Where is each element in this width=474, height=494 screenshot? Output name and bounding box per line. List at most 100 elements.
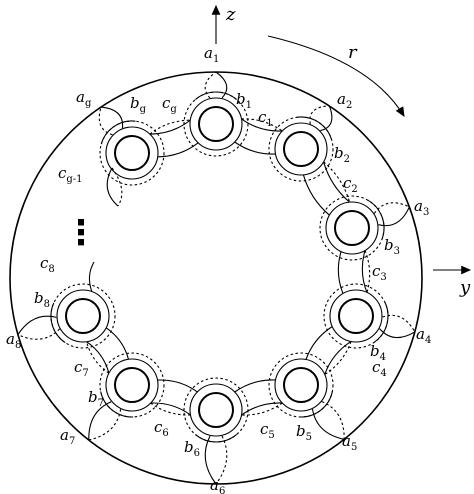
a-curve-back [17,328,61,340]
b-curve-front [100,120,136,145]
c-curve-front [157,379,198,393]
hole-outer-ring [325,201,379,255]
a-curve-back [204,71,217,99]
hole-9 [98,106,165,186]
hole-inner-circle [334,210,370,246]
a-curve-back [321,401,345,440]
a-subscript: 1 [213,54,219,65]
a-curve-front [101,106,124,129]
hole-8 [17,283,116,349]
y-axis-label: y [459,277,471,298]
c-curve-front [302,174,330,216]
a-label-3: a3 [414,197,429,218]
b-curve-front [297,116,333,141]
c-g-minus-1-subscript: g-1 [66,174,82,185]
c-curve-back [241,402,283,416]
c-subscript: 2 [351,184,357,195]
c-curve-inner [241,118,283,132]
hole-inner-circle [283,367,319,403]
b-curve-front [300,391,333,418]
a-subscript: 3 [423,207,429,218]
hole-inner-circle [338,298,374,334]
a-label-6: a6 [210,476,225,494]
b-curve-front [195,434,237,443]
c-label-2: c2 [343,174,358,195]
b-curve-front [373,302,389,343]
a-curve-front [17,315,57,335]
z-axis-label: z [225,4,236,25]
c8-curve [88,261,95,293]
b-label-7: b7 [88,388,104,409]
hole-6 [183,377,249,485]
c-curve-front [337,251,344,294]
b-subscript: 5 [306,432,312,443]
b-curve-front [367,199,385,240]
c-subscript: 8 [48,264,54,275]
a-subscript: 8 [15,340,21,351]
b-curve-front [100,391,134,418]
b-subscript: 2 [344,154,350,165]
hole-7 [88,352,165,441]
c-label-8: c8 [40,254,55,275]
c-curve-inner [86,341,110,374]
hole-outer-ring [56,289,110,343]
c-subscript: 5 [268,430,274,441]
c-label-5: c5 [260,420,275,441]
hole-3 [319,195,410,261]
b-label-g: bg [130,94,147,115]
a-curve-back [382,314,416,333]
c-curve-inner [361,250,368,293]
c-label-1: c1 [258,108,273,129]
a-curve-front [320,105,333,132]
hole-outer-ring [274,122,328,176]
a-curve-back [215,435,228,485]
c-curve-back [364,250,371,293]
c-label-g: cg [162,94,177,115]
rotation-r-label: r [348,42,358,63]
c-subscript: 4 [380,368,386,379]
c-curve-back [241,118,283,132]
c-curve-inner [150,402,191,416]
b-subscript: 3 [394,246,400,257]
c-curve-back [86,341,110,374]
a-curve-front [378,206,410,227]
c-curve-front [105,327,129,360]
a-label-g: ag [76,88,92,109]
c-curve-front [305,326,333,360]
hole-inner-circle [65,298,101,334]
rotation-r-arrow [267,35,405,117]
hole-4 [323,283,416,349]
holes-layer [17,71,416,485]
b-label-6: b6 [184,438,200,459]
a-subscript: 5 [351,442,357,453]
b-curve-front [50,302,66,344]
b-subscript: 6 [194,448,200,459]
a-label-1: a1 [204,44,219,65]
b-curve-front [195,91,237,100]
c-curve-back [150,402,191,416]
a-curve-front [88,401,112,441]
b-label-5: b5 [296,422,312,443]
c-label-6: c6 [154,418,169,439]
c-g-minus-1-curve [106,167,119,207]
a-label-5: a5 [342,432,357,453]
b-subscript: 8 [44,299,50,310]
c-subscript: 1 [266,118,272,129]
c-curve-inner [149,119,191,135]
c-subscript: 6 [162,428,168,439]
a-label-4: a4 [416,325,431,346]
c-curve-front [234,141,276,155]
hole-inner-circle [114,135,150,171]
c-curve-back [324,341,352,375]
a-curve-back [88,409,122,441]
a-curve-front [311,408,345,440]
outer-boundary-circle [9,71,423,485]
a-subscript: 6 [219,486,225,494]
ellipsis-dots: ⋮ [64,213,98,253]
hole-outer-ring [274,358,328,412]
a-subscript: 7 [69,436,75,447]
hole-inner-circle [283,131,319,167]
c-subscript: 7 [82,368,88,379]
a-curve-front [204,435,217,485]
